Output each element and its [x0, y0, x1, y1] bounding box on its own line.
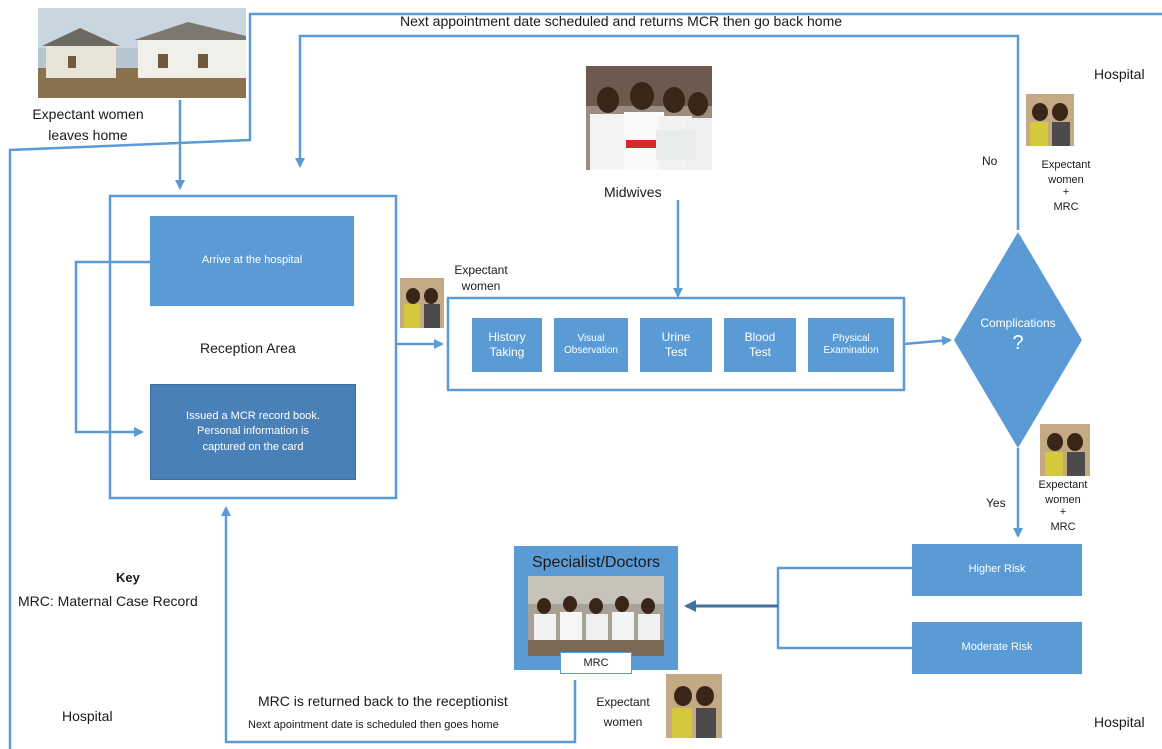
- risk-bracket-line: [776, 566, 918, 650]
- specialist-box: Specialist/Doctors: [514, 546, 678, 670]
- yes-mrc: MRC: [1050, 521, 1076, 533]
- expectant-tests-line2: women: [461, 279, 501, 293]
- bottom-expectant-line2: women: [603, 715, 643, 729]
- specialist-title: Specialist/Doctors: [531, 554, 661, 571]
- midwives-photo: [586, 66, 712, 170]
- no-mrc: MRC: [1053, 201, 1079, 213]
- step-physical-line2: Examination: [823, 345, 879, 356]
- complications-label: Complications ?: [962, 316, 1074, 355]
- yes-plus: +: [1059, 506, 1067, 518]
- higher-risk-box: Higher Risk: [912, 544, 1082, 596]
- issued-line3: captured on the card: [202, 440, 304, 453]
- no-label: No: [982, 154, 998, 168]
- expectant-women-photo-tests: [400, 278, 444, 328]
- arrow-tests-to-decision: [903, 335, 952, 346]
- step-blood-line1: Blood: [744, 330, 776, 344]
- no-expectant-line1: Expectant: [1041, 159, 1091, 171]
- step-history-line1: History: [488, 330, 526, 344]
- expectant-women-photo-no: [1026, 94, 1074, 146]
- mrc-tag-text: MRC: [583, 657, 609, 669]
- key-text: MRC: Maternal Case Record: [18, 593, 198, 609]
- yes-label: Yes: [986, 496, 1006, 510]
- returned-label-1: MRC is returned back to the receptionist: [258, 693, 508, 709]
- leaves-home-line2: leaves home: [48, 127, 128, 143]
- question-mark: ?: [1012, 332, 1024, 354]
- expectant-women-label-tests: Expectant women: [446, 262, 516, 294]
- issued-mcr-box: Issued a MCR record book. Personal infor…: [150, 384, 356, 480]
- return-loop-label: Next appointment date scheduled and retu…: [400, 13, 843, 29]
- mrc-tag: MRC: [560, 652, 632, 674]
- expectant-women-photo-yes: [1040, 424, 1090, 476]
- hospital-label-bottom-right: Hospital: [1094, 714, 1145, 730]
- yes-expectant-line1: Expectant: [1038, 479, 1088, 491]
- doctors-photo: [528, 576, 664, 656]
- step-urine-line2: Test: [664, 345, 687, 359]
- moderate-risk-text: Moderate Risk: [961, 641, 1033, 654]
- step-physical-line1: Physical: [832, 332, 870, 344]
- arrow-return-to-reception: [221, 506, 577, 744]
- hospital-boundary-line: [8, 12, 1162, 749]
- hospital-label-top-right: Hospital: [1094, 66, 1145, 82]
- returned-label-2: Next apointment date is scheduled then g…: [248, 719, 499, 731]
- bottom-expectant-line1: Expectant: [596, 695, 650, 709]
- step-visual-line1: Visual: [577, 332, 605, 344]
- no-plus: +: [1062, 186, 1070, 198]
- issued-line2: Personal information is: [197, 425, 309, 438]
- step-urine-line1: Urine: [661, 330, 691, 344]
- arrive-box: Arrive at the hospital: [150, 216, 354, 306]
- reception-area-box: [108, 194, 398, 500]
- arrive-text: Arrive at the hospital: [201, 254, 303, 267]
- step-visual-line2: Observation: [564, 345, 618, 356]
- expectant-mrc-label-yes: Expectant women + MRC: [1026, 478, 1100, 535]
- midwives-label: Midwives: [604, 184, 662, 200]
- leaves-home-line1: Expectant women: [32, 106, 144, 122]
- no-expectant-line2: women: [1048, 174, 1084, 186]
- expectant-women-label-bottom: Expectant women: [586, 692, 660, 732]
- moderate-risk-box: Moderate Risk: [912, 622, 1082, 674]
- step-blood-line2: Test: [748, 345, 771, 359]
- leaves-home-label: Expectant women leaves home: [14, 104, 162, 146]
- key-title: Key: [116, 570, 140, 585]
- arrow-return-loop: [295, 34, 1020, 230]
- expectant-mrc-label-no: Expectant women + MRC: [1030, 158, 1102, 215]
- step-history-line2: Taking: [489, 345, 525, 359]
- yes-expectant-line2: women: [1045, 494, 1081, 506]
- complications-diamond: [954, 232, 1082, 448]
- hospital-label-bottom-left: Hospital: [62, 708, 113, 724]
- issued-line1: Issued a MCR record book.: [186, 409, 320, 422]
- home-photo: [38, 8, 246, 98]
- arrow-arrive-to-issued: [74, 260, 150, 437]
- higher-risk-text: Higher Risk: [968, 563, 1026, 576]
- expectant-women-photo-bottom: [666, 674, 722, 738]
- reception-area-label: Reception Area: [200, 340, 296, 356]
- expectant-tests-line1: Expectant: [454, 263, 508, 277]
- complications-text: Complications: [980, 316, 1056, 330]
